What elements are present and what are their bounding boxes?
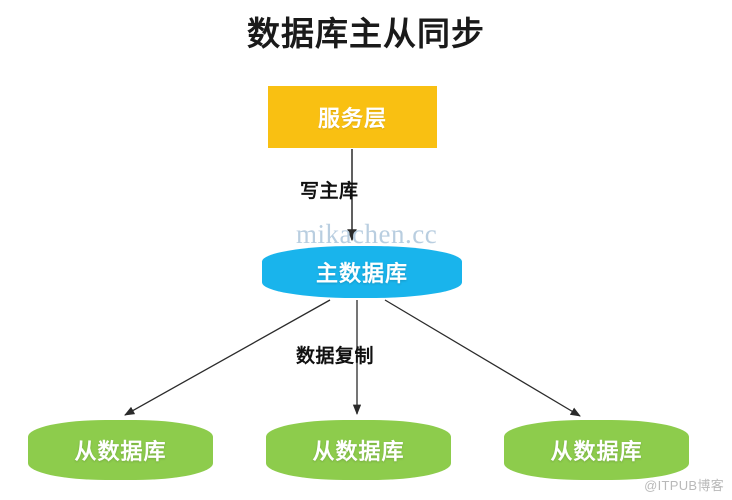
watermark-corner: @ITPUB博客 [644,478,724,493]
node-master-database-label: 主数据库 [315,261,408,286]
node-slave-database-1-label: 从数据库 [74,439,167,464]
node-slave-database-2[interactable]: 从数据库 [266,420,451,480]
cylinder-shape [266,420,451,480]
edge-label-replicate: 数据复制 [296,346,375,367]
edge-label-write-master: 写主库 [300,181,359,202]
node-slave-database-3[interactable]: 从数据库 [504,420,689,480]
node-master-database[interactable]: 主数据库 [262,246,462,298]
page-title: 数据库主从同步 [247,15,485,52]
node-service-layer[interactable]: 服务层 [268,86,437,148]
watermark-center: mikachen.cc [296,219,438,249]
arrow-master-to-slave-3 [384,299,581,417]
node-service-layer-label: 服务层 [317,106,387,131]
cylinder-shape [28,420,213,480]
cylinder-shape [262,246,462,298]
node-slave-database-2-label: 从数据库 [312,439,405,464]
cylinder-shape [504,420,689,480]
node-slave-database-1[interactable]: 从数据库 [28,420,213,480]
node-slave-database-3-label: 从数据库 [550,439,643,464]
